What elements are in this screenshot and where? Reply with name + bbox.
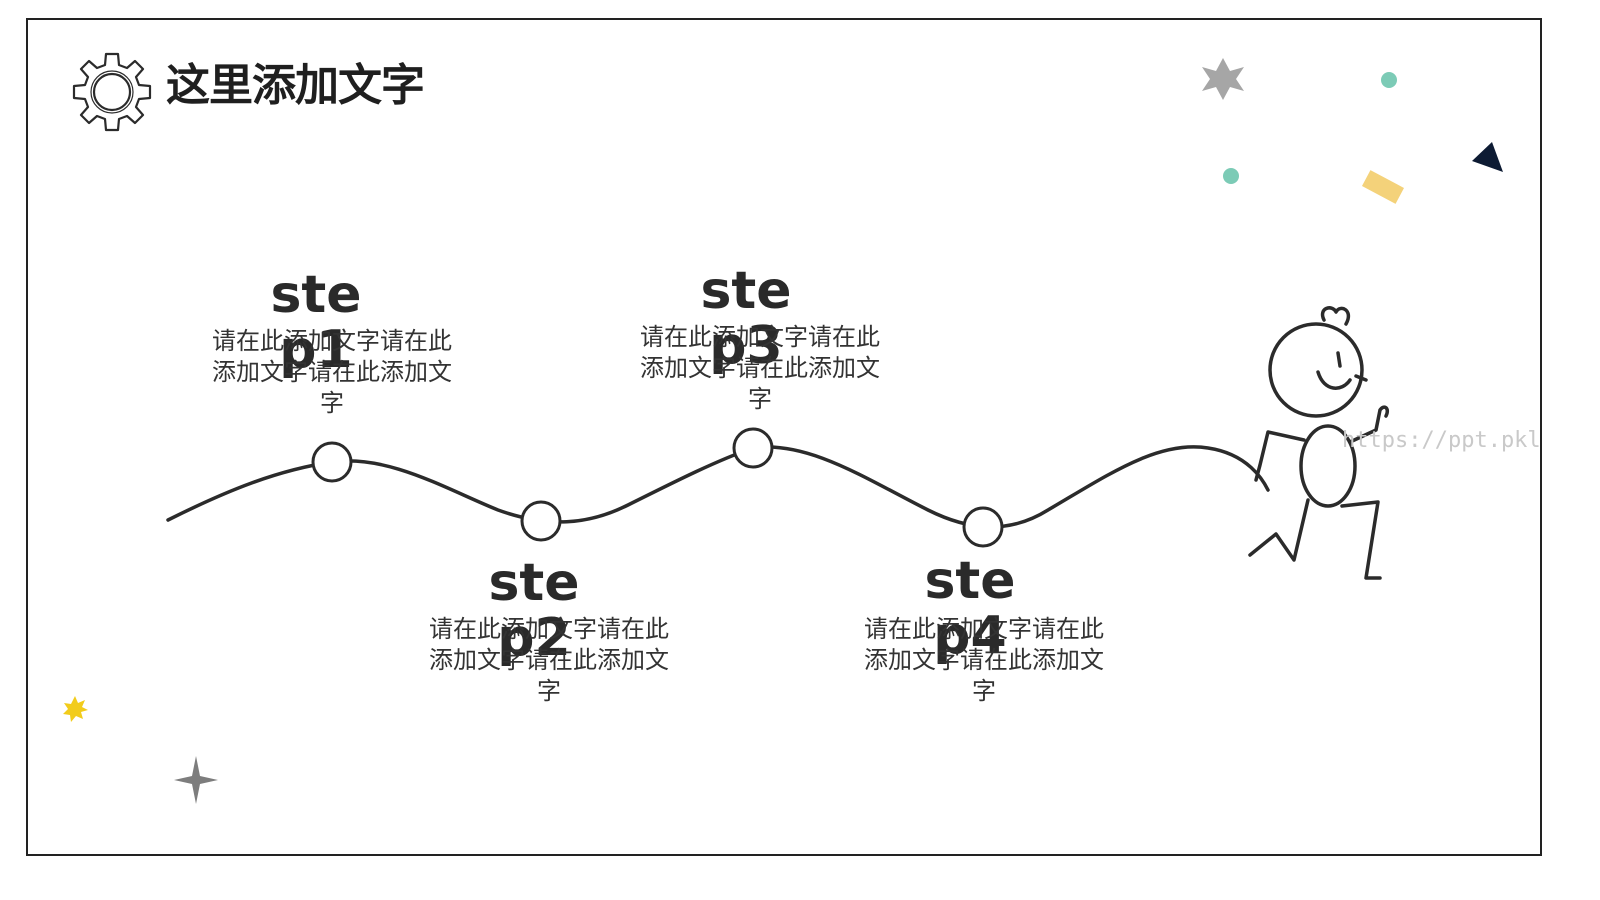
step-body-2: 请在此添加文字请在此添加文字请在此添加文字 (429, 615, 669, 705)
step-label-2: ste p2 (488, 553, 580, 668)
gray-star-icon (1202, 58, 1244, 100)
step-label-4: ste p4 (924, 551, 1016, 666)
step-marker-3 (732, 427, 774, 469)
step-label-1: ste p1 (270, 265, 362, 380)
stick-figure-runner-icon (1248, 306, 1390, 580)
step-marker-4 (962, 506, 1004, 548)
watermark-text: https://ppt.pkll.ce (1342, 428, 1541, 453)
step-marker-1 (311, 441, 353, 483)
yellow-star-icon (63, 696, 88, 722)
yellow-rectangle-icon (1361, 170, 1405, 204)
step-body-1: 请在此添加文字请在此添加文字请在此添加文字 (212, 327, 452, 417)
gear-icon (72, 52, 152, 132)
step-marker-2 (520, 500, 562, 542)
slide-canvas: 这里添加文字 ste p1 请在此添加文字请在此添加文字请在 (26, 18, 1542, 856)
step-body-4: 请在此添加文字请在此添加文字请在此添加文字 (864, 615, 1104, 705)
step-body-3: 请在此添加文字请在此添加文字请在此添加文字 (640, 323, 880, 413)
navy-triangle-icon (1472, 142, 1503, 172)
page-title: 这里添加文字 (166, 60, 425, 111)
step-label-3: ste p3 (700, 261, 792, 376)
teal-dot-icon (1381, 72, 1397, 88)
gray-sparkle-icon (174, 756, 218, 804)
teal-dot-icon (1223, 168, 1239, 184)
timeline-diagram (63, 58, 1503, 804)
